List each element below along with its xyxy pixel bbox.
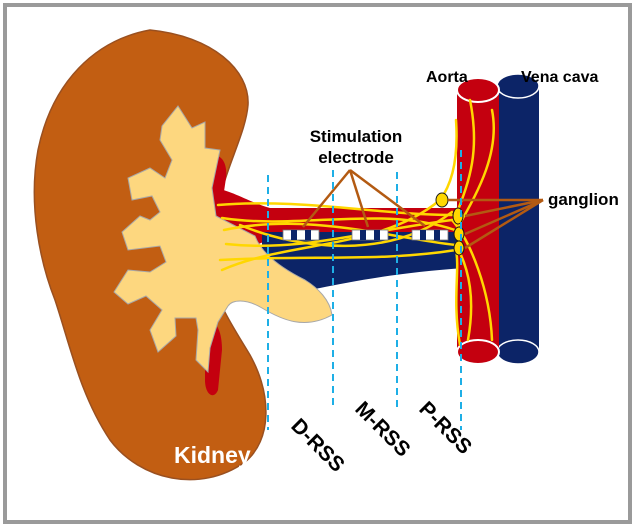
aorta-bottom (457, 340, 499, 364)
ganglion-label: ganglion (548, 190, 619, 209)
ganglion-3 (454, 227, 464, 241)
electrode-label-line2: electrode (318, 148, 394, 167)
electrode-label-line1: Stimulation (310, 127, 403, 146)
vena-cava-label: Vena cava (521, 69, 599, 86)
ganglion-1 (436, 193, 448, 207)
kidney-label: Kidney (174, 442, 251, 468)
ganglion-4 (454, 241, 464, 255)
electrode-middle (352, 230, 388, 240)
electrode-distal (283, 230, 319, 240)
electrode-proximal (412, 230, 448, 240)
aorta-label: Aorta (426, 69, 468, 86)
vena-cava-tube (497, 86, 539, 352)
vena-cava-bottom (497, 340, 539, 364)
